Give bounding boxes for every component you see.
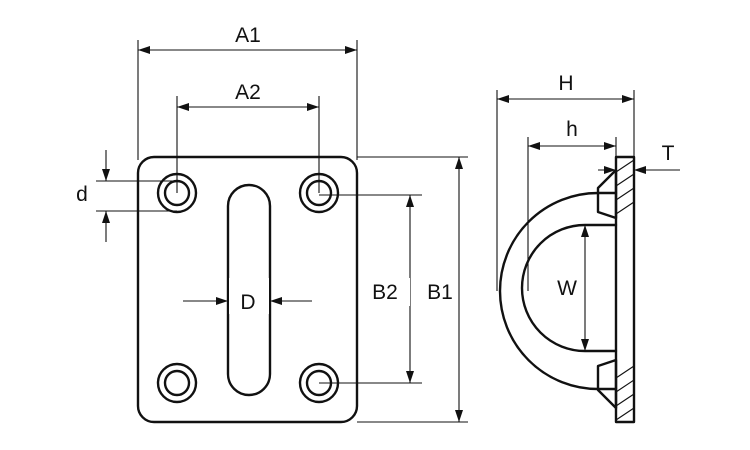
label-a1: A1 [235,24,261,47]
pad-eye-side-view [498,155,636,424]
dimension-a2: A2 [176,81,320,193]
eye-inner-contour [520,223,618,353]
eye-outer-contour [498,191,618,391]
dimension-w: W [553,225,589,351]
dimension-h-large: H [496,72,635,291]
plate-outline [136,155,359,424]
weld-fillet-top [596,168,618,220]
label-h-large: H [558,72,573,95]
dimension-slot-width: D [183,291,312,314]
dimension-b1: B1 [357,156,468,423]
base-plate-side [614,155,636,424]
label-h-small: h [566,118,578,141]
label-d-large: D [240,291,255,314]
plate-front-view [136,155,359,424]
center-slot [226,183,272,397]
plate-hatching [615,159,635,421]
dimension-t: T [598,142,680,174]
label-b2: B2 [372,281,398,304]
dimension-d: d [76,150,177,242]
dimension-b2: B2 [319,194,422,384]
label-w: W [557,277,577,300]
mounting-hole-bottom-left [156,362,198,404]
weld-fillet-bottom [596,358,618,410]
label-b1: B1 [427,281,453,304]
label-a2: A2 [235,81,261,104]
slot-label-backdrop [229,278,269,314]
dimension-a1: A1 [137,24,358,160]
label-d-small: d [76,183,88,206]
dimension-h-small: h [527,118,617,291]
label-t: T [662,142,675,165]
